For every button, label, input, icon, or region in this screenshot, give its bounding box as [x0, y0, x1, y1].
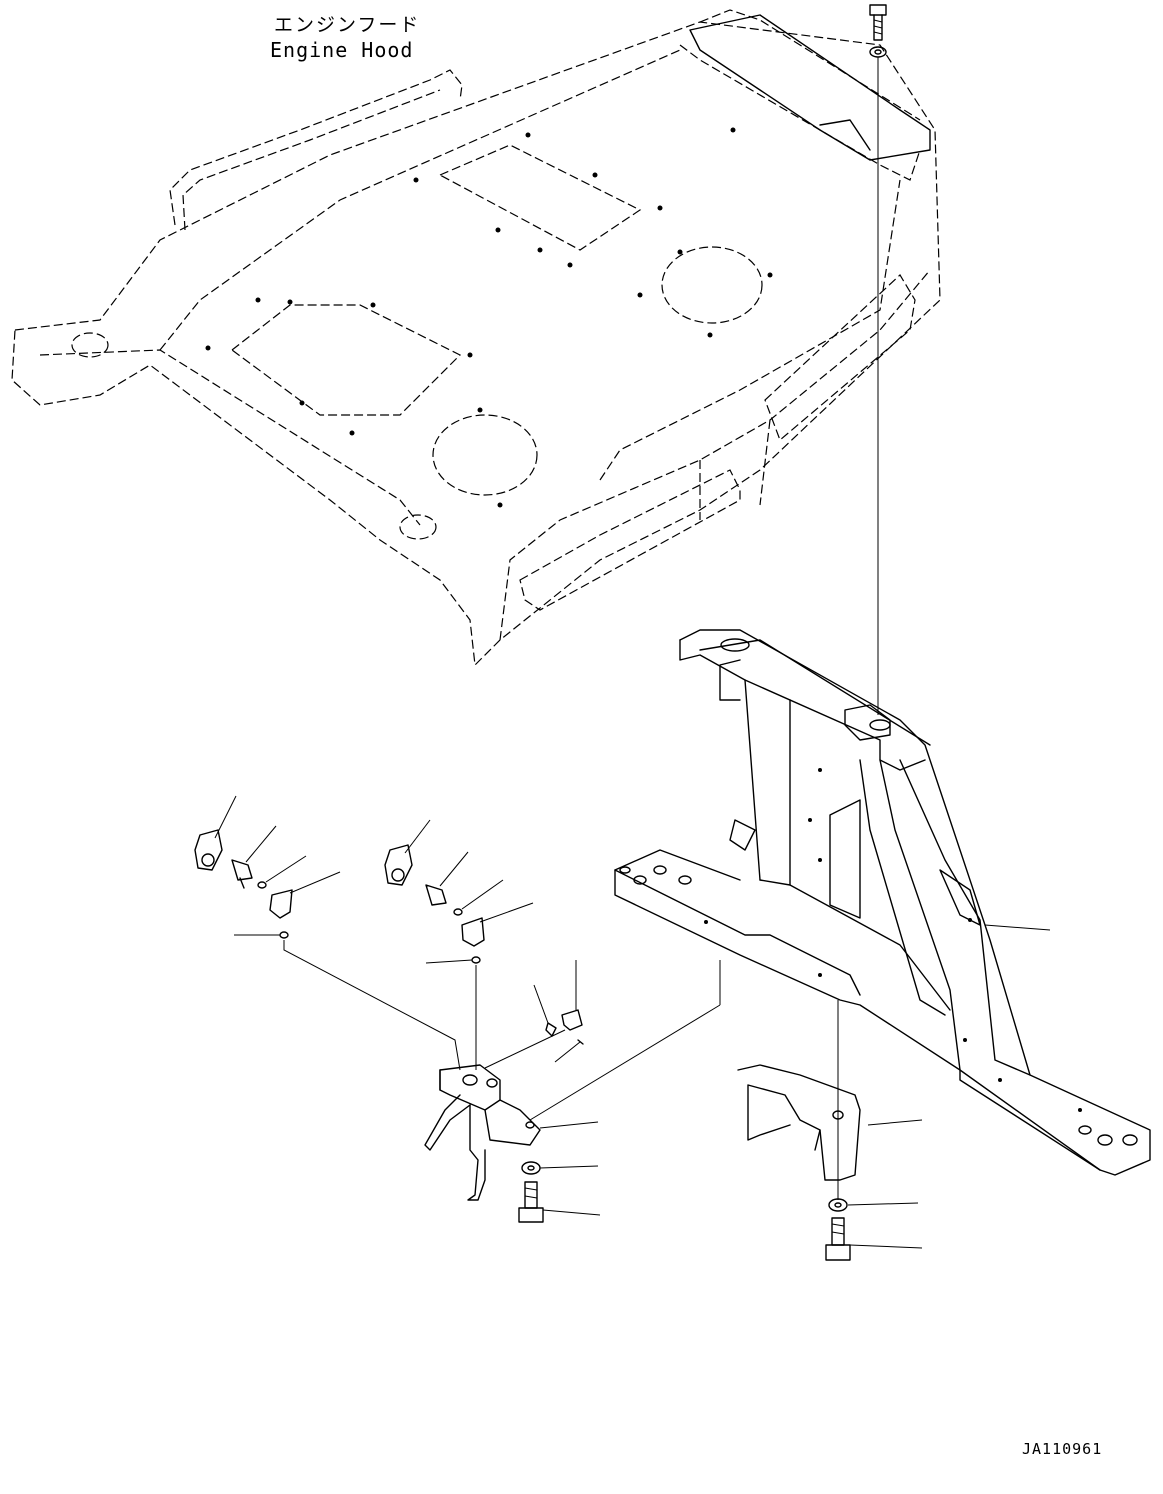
- fitting-1-assembly-line: [283, 940, 461, 1071]
- o-ring-3-leader: [461, 879, 504, 910]
- o-ring-1-leader: [265, 855, 307, 883]
- block-washer-leader: [539, 1165, 599, 1169]
- fitting-3-assembly-line: [484, 1029, 566, 1069]
- lower-washer: [828, 1198, 848, 1212]
- o-ring-4-leader: [425, 959, 473, 964]
- hood-washer: [869, 46, 887, 58]
- frame-leader-line: [984, 924, 1051, 931]
- grease-nipple-2-leader: [439, 851, 469, 887]
- grease-nipple-1-leader: [245, 825, 277, 863]
- grease-block-assembly: [424, 1064, 541, 1201]
- small-ring-3: [545, 1022, 557, 1037]
- o-ring-3: [453, 908, 463, 916]
- grease-nipple-1: [231, 859, 253, 889]
- lower-bracket: [737, 1064, 861, 1181]
- lower-washer-leader: [847, 1202, 919, 1206]
- o-ring-2: [279, 931, 289, 939]
- block-to-frame-line: [529, 1004, 721, 1121]
- elbow-1: [269, 889, 293, 919]
- block-bolt-leader: [542, 1209, 601, 1216]
- grease-cap-2-leader: [404, 819, 431, 854]
- small-part-3b-leader: [554, 1041, 581, 1063]
- small-part-3b: [577, 1039, 584, 1045]
- diagram-title-japanese: エンジンフード: [274, 14, 421, 36]
- grease-cap-1: [194, 829, 223, 871]
- lower-bracket-leader: [867, 1119, 923, 1126]
- lower-bolt-leader: [849, 1244, 923, 1249]
- diagram-title-english: Engine Hood: [270, 38, 414, 62]
- lower-bolt: [825, 1217, 851, 1261]
- hood-bolt: [869, 4, 887, 41]
- elbow-1-leader: [289, 871, 341, 894]
- o-ring-1: [257, 881, 267, 889]
- block-washer: [521, 1161, 541, 1175]
- elbow-2-leader: [479, 902, 534, 923]
- hood-support-frame: [614, 629, 1151, 1176]
- grease-cap-2: [384, 844, 413, 886]
- engine-hood-outline: [11, 9, 941, 667]
- small-ring-3-leader: [533, 984, 549, 1024]
- o-ring-4: [471, 956, 481, 964]
- elbow-2: [461, 917, 485, 947]
- grease-cap-1-leader: [214, 795, 237, 839]
- grease-block-leader: [539, 1121, 599, 1129]
- grease-nipple-2: [425, 884, 447, 906]
- drawing-code: JA110961: [1022, 1440, 1103, 1458]
- block-bolt: [518, 1181, 544, 1223]
- fitting-3: [561, 1009, 583, 1031]
